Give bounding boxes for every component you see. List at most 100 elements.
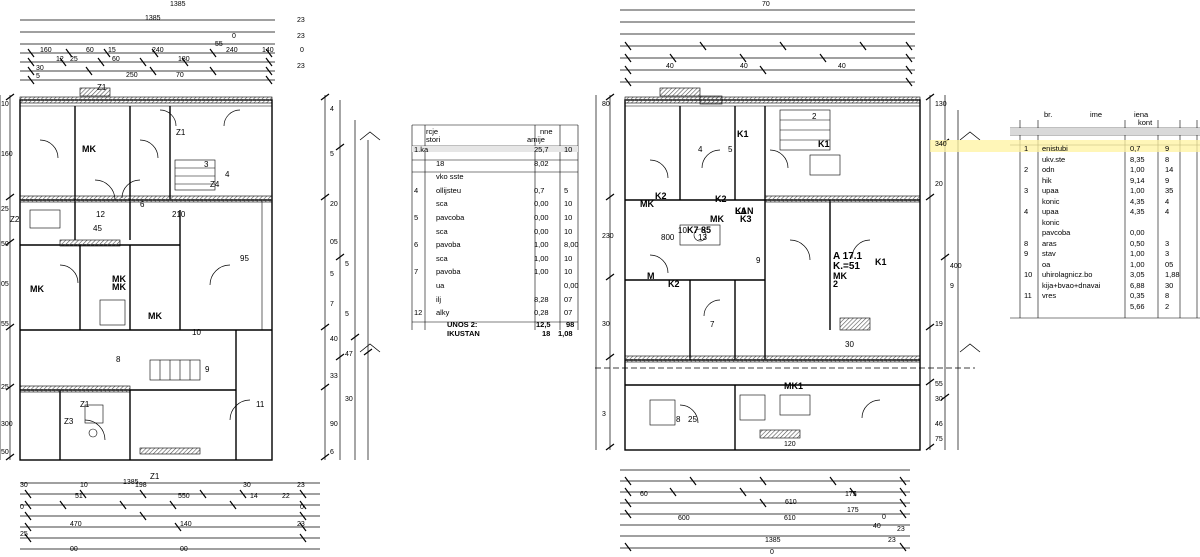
mid-bottom-dimension-ticks — [624, 476, 907, 552]
table-cell: 5 — [414, 213, 419, 222]
table-cell: 1.ka — [414, 145, 429, 154]
table-cell: 05 — [1165, 259, 1174, 269]
dim-label: 0 — [232, 33, 236, 40]
table-cell: sca — [436, 226, 448, 236]
dim-label: 55 — [215, 41, 223, 48]
table-cell: 4,35 — [1130, 196, 1145, 206]
table-header-cell: stori — [426, 135, 441, 144]
room-label: 25 — [688, 415, 697, 424]
table-cell: 3 — [1165, 238, 1170, 248]
table-cell: 10 — [564, 213, 573, 222]
table-cell: 8,28 — [534, 294, 549, 304]
dim-label: 1385 — [170, 1, 186, 8]
dim-label: 3 — [602, 411, 606, 418]
left-plan-hatched-walls — [19, 87, 273, 455]
dim-label: 30 — [935, 396, 943, 403]
dim-label: 40 — [873, 523, 881, 530]
dim-label: 15 — [108, 47, 116, 54]
table-cell: aras — [1042, 238, 1057, 248]
dim-label: 5 — [330, 271, 334, 278]
left-bottom-dimension-ticks — [24, 489, 307, 543]
room-label: K3 — [740, 214, 752, 224]
table-header-cell: br. — [1044, 110, 1053, 119]
table-cell: 9 — [1165, 144, 1170, 153]
left-top-dimension-ticks — [27, 48, 273, 85]
room-label: 9 — [756, 256, 761, 265]
table-cell: 11 — [1024, 291, 1032, 300]
table-cell: IKUSTAN — [447, 329, 480, 338]
dim-label: 23 — [297, 17, 305, 24]
dim-label: 40 — [666, 63, 674, 70]
right-table-header-shade — [1010, 128, 1200, 135]
dim-label: 180 — [178, 56, 190, 63]
dim-label: 230 — [602, 233, 614, 240]
dim-label: 120 — [784, 441, 796, 448]
table-cell: 30 — [1165, 280, 1174, 290]
room-label: MK — [112, 282, 126, 292]
table-cell: 10 — [564, 226, 573, 236]
table-cell: pavcoba — [436, 213, 465, 222]
table-cell: 0,35 — [1130, 291, 1145, 300]
dim-label: 5 — [345, 261, 349, 268]
table-cell: 0,7 — [1130, 144, 1141, 153]
table-cell: sca — [436, 253, 448, 263]
table-cell: 1,00 — [1130, 249, 1145, 258]
room-label: MK — [112, 274, 126, 284]
room-label: 95 — [240, 254, 249, 263]
mid-plan-fixtures — [649, 109, 841, 426]
room-label: K1 — [818, 139, 830, 149]
dim-label: 00 — [180, 546, 188, 553]
room-label: Z4 — [210, 180, 220, 189]
table-cell: 3,05 — [1130, 270, 1145, 279]
table-cell: alky — [436, 308, 450, 318]
left-table-header-shade — [412, 146, 578, 152]
dim-label: 23 — [897, 526, 905, 533]
dim-label: 160 — [40, 47, 52, 54]
table-cell: 10 — [564, 145, 573, 154]
dim-label: 12 — [56, 56, 64, 63]
dim-label: 25 — [20, 531, 28, 538]
table-cell: 1,00 — [1130, 186, 1145, 195]
dim-label: 198 — [135, 482, 147, 489]
dim-label: 6 — [330, 449, 334, 456]
table-header-cell: amije — [527, 135, 545, 144]
room-label: Z1 — [176, 128, 186, 137]
table-cell: ilj — [436, 294, 441, 304]
table-cell: 0,00 — [534, 226, 549, 236]
room-label: 2 — [812, 112, 817, 121]
section-marks — [359, 131, 981, 369]
room-label: 13 — [698, 233, 707, 242]
dim-label: 0 — [882, 514, 886, 521]
table-cell: 98 — [566, 320, 575, 329]
mid-bottom-dimension-lines — [620, 469, 910, 549]
dim-label: 30 — [345, 396, 353, 403]
table-cell: konic — [1042, 196, 1060, 206]
dim-label: 40 — [330, 336, 338, 343]
mid-plan-vertical-ticks — [605, 93, 950, 451]
dim-label: 240 — [226, 47, 238, 54]
room-label: 12 — [96, 210, 105, 219]
dim-label: 55 — [935, 381, 943, 388]
table-cell: 1,00 — [1130, 165, 1145, 174]
dim-label: 60 — [640, 491, 648, 498]
room-label: LAN — [735, 206, 754, 216]
room-label: 10 — [678, 226, 687, 235]
room-label: K7 85 — [687, 225, 712, 235]
table-cell: 9 — [1024, 249, 1029, 258]
room-label: Z1 — [97, 83, 107, 92]
dim-label: 30 — [243, 482, 251, 489]
dim-label: 5 — [345, 311, 349, 318]
dim-label: 5 — [330, 151, 334, 158]
room-label: 210 — [172, 210, 186, 219]
dim-label: 14 — [250, 493, 258, 500]
room-label: 8 — [676, 415, 681, 424]
table-cell: 6,88 — [1130, 280, 1145, 290]
